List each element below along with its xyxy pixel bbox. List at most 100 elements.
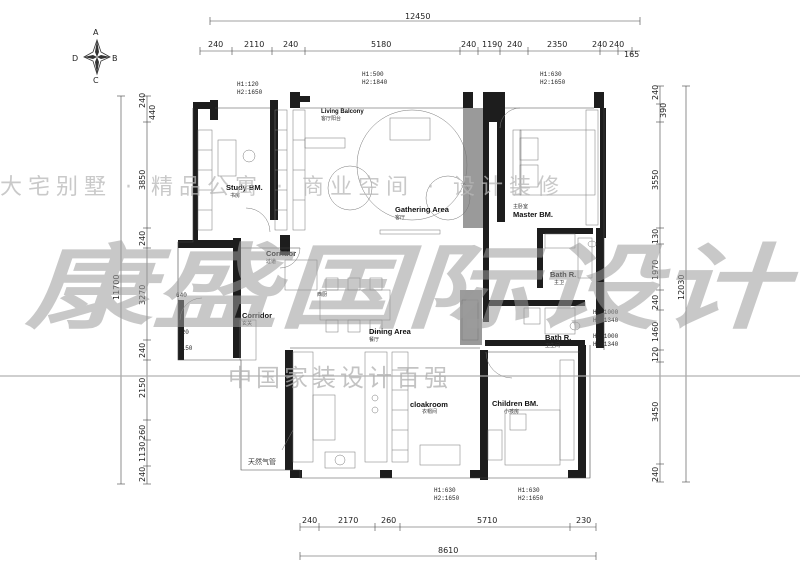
dim-left-6: 240 (138, 343, 147, 358)
dim-top-6: 1190 (482, 40, 502, 49)
dim-right-1: 240 (651, 85, 660, 100)
right-dimensions: 12030 240 390 3550 130 1970 240 1460 120… (651, 85, 690, 483)
dim-bottom-1: 240 (302, 516, 317, 525)
label-bath-2-cn: 卫生间 (545, 342, 560, 349)
label-corridor-1-cn: 过道 (266, 258, 276, 265)
dim-top-4: 5180 (371, 40, 391, 49)
dim-left-3: 3850 (138, 170, 147, 190)
compass-d: D (72, 54, 78, 63)
left-dimensions: 11700 240 440 3850 240 3270 240 2150 260… (112, 93, 157, 485)
compass-a: A (93, 28, 99, 37)
watermark: 大宅别墅 · 精品公寓 · 商业空间 · 设计装修 康盛国际设计 中国家装设计百… (0, 175, 800, 392)
watermark-subtitle: 中国家装设计百强 (228, 364, 452, 392)
dim-left-9: 1130 (138, 442, 147, 462)
dim-bottom-3: 260 (381, 516, 396, 525)
room-labels: Living Balcony 客厅阳台 Study BM. 书房 Gatheri… (176, 109, 576, 466)
bath1-h2: H2:1340 (593, 317, 619, 324)
dim-top-3: 240 (283, 40, 298, 49)
dim-top-7: 240 (507, 40, 522, 49)
dim-bottom-2: 2170 (338, 516, 358, 525)
bath1-h1: H1:1000 (593, 309, 619, 316)
dim-top-5: 240 (461, 40, 476, 49)
dim-left-4: 240 (138, 231, 147, 246)
compass-c: C (93, 76, 99, 85)
label-cloakroom: cloakroom (410, 400, 448, 409)
dim-top-9: 240 (592, 40, 607, 49)
label-children-cn: 小孩房 (504, 408, 519, 415)
label-corridor-2-cn: 玄关 (242, 320, 252, 327)
label-bath-1-cn: 主卫 (554, 279, 564, 286)
dim-right-9: 3450 (651, 402, 660, 422)
study-h1: H1:120 (237, 81, 259, 88)
label-gas-pipe: 天然气管 (248, 457, 276, 466)
bath2-h2: H2:1340 (593, 341, 619, 348)
dim-left-1: 240 (138, 93, 147, 108)
mark-640: 640 (176, 292, 187, 299)
master-h1: H1:630 (540, 71, 562, 78)
dim-right-3: 3550 (651, 170, 660, 190)
mark-1150: 1150 (178, 345, 193, 352)
label-corridor-1: Corridor (266, 249, 296, 258)
dim-top-total: 12450 (405, 12, 430, 21)
dim-top-8: 2350 (547, 40, 567, 49)
dim-right-total: 12030 (677, 275, 686, 300)
label-bath-1: Bath R. (550, 270, 576, 279)
dim-top-10: 240 (609, 40, 624, 49)
dim-top-1: 240 (208, 40, 223, 49)
compass-rose: A B C D (72, 28, 118, 85)
dim-bottom-total: 8610 (438, 546, 458, 555)
children-h2: H2:1650 (518, 495, 544, 502)
dim-bottom-4: 5710 (477, 516, 497, 525)
furniture (179, 107, 599, 469)
dim-left-10: 240 (138, 467, 147, 482)
label-children: Children BM. (492, 399, 538, 408)
balcony-h2: H2:1840 (362, 79, 388, 86)
label-bath-2: Bath R. (545, 333, 571, 342)
watermark-tagline: 大宅别墅 · 精品公寓 · 商业空间 · 设计装修 (0, 175, 565, 200)
balcony-h1: H1:500 (362, 71, 384, 78)
walls (178, 92, 606, 480)
cloak-h2: H2:1650 (434, 495, 460, 502)
watermark-brand: 康盛国际设计 (24, 235, 799, 342)
height-notes: H1:120 H2:1650 H1:500 H2:1840 H1:630 H2:… (237, 71, 619, 502)
top-dimensions: 12450 240 2110 240 5180 240 1190 240 235… (199, 12, 641, 59)
bath2-h1: H1:1000 (593, 333, 619, 340)
dim-left-2: 440 (148, 105, 157, 120)
cloak-h1: H1:630 (434, 487, 456, 494)
dim-right-5: 1970 (651, 260, 660, 280)
label-master-cn: 主卧室 (513, 203, 528, 210)
dim-left-total: 11700 (112, 275, 121, 300)
label-gathering: Gathering Area (395, 205, 450, 214)
dim-right-2: 390 (659, 103, 668, 118)
master-h2: H2:1650 (540, 79, 566, 86)
plan-outlines (177, 107, 605, 479)
label-west-kitchen: 西厨 (317, 292, 327, 298)
label-study-cn: 书房 (230, 192, 240, 199)
dim-left-5: 3270 (138, 285, 147, 305)
label-master: Master BM. (513, 210, 553, 219)
label-gathering-cn: 客厅 (395, 214, 405, 221)
dim-right-4: 130 (651, 229, 660, 244)
dim-right-10: 240 (651, 467, 660, 482)
label-living-balcony-cn: 客厅阳台 (321, 115, 341, 122)
compass-b: B (112, 54, 118, 63)
dim-left-7: 2150 (138, 378, 147, 398)
dim-right-7: 1460 (651, 322, 660, 342)
label-living-balcony: Living Balcony (321, 109, 364, 115)
study-h2: H2:1650 (237, 89, 263, 96)
bottom-dimensions: 240 2170 260 5710 230 8610 (299, 516, 597, 560)
label-corridor-2: Corridor (242, 311, 272, 320)
label-cloakroom-cn: 衣帽间 (422, 408, 437, 415)
dim-top-11: 165 (624, 50, 639, 59)
label-dining: Dining Area (369, 327, 412, 336)
dim-bottom-5: 230 (576, 516, 591, 525)
label-dining-cn: 餐厅 (369, 336, 379, 343)
dim-top-2: 2110 (244, 40, 264, 49)
dim-right-6: 240 (651, 295, 660, 310)
dim-left-8: 260 (138, 425, 147, 440)
mark-420: 420 (178, 329, 189, 336)
dim-right-8: 120 (651, 347, 660, 362)
label-study: Study BM. (226, 183, 263, 192)
children-h1: H1:630 (518, 487, 540, 494)
